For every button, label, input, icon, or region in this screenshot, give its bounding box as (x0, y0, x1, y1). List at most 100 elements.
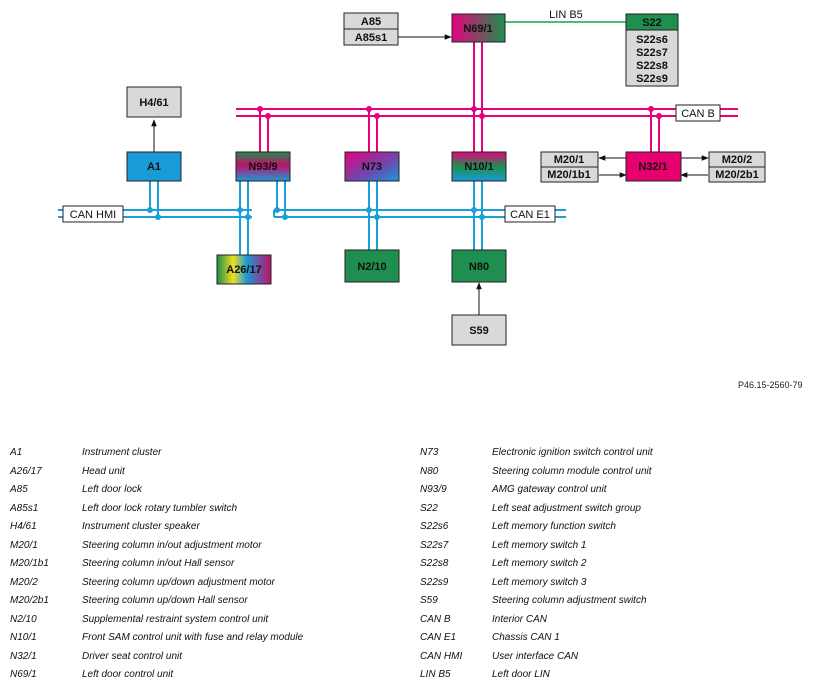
n93-9-label: N93/9 (248, 161, 277, 173)
n2-10-label: N2/10 (357, 261, 386, 273)
n80-label: N80 (469, 261, 489, 273)
can-b-bus (236, 42, 738, 152)
legend-code: N32/1 (10, 650, 37, 662)
legend-description: Instrument cluster (82, 447, 162, 458)
legend-description: Chassis CAN 1 (492, 632, 560, 643)
legend-code: N10/1 (10, 632, 37, 643)
legend-description: Interior CAN (492, 613, 548, 625)
component-m20-2: M20/2 (708, 151, 766, 168)
component-m20-1b1: M20/1b1 (540, 166, 599, 183)
component-s22-group: S22 S22s6 S22s7 S22s8 S22s9 (625, 13, 679, 87)
component-n2-10: N2/10 (344, 249, 400, 283)
can-e1-label: CAN E1 (510, 209, 550, 221)
legend-description: Left memory switch 3 (492, 576, 587, 588)
m20-2-label: M20/2 (722, 154, 753, 166)
legend-code: S22s9 (420, 576, 449, 588)
legend-code: S22s8 (420, 558, 449, 569)
legend-description: Supplemental restraint system control un… (82, 613, 269, 625)
component-h4-61: H4/61 (126, 86, 182, 118)
legend-description: Steering column in/out adjustment motor (82, 539, 262, 551)
legend-description: Steering column up/down Hall sensor (82, 595, 248, 606)
legend-code: A85 (10, 484, 28, 495)
legend-code: M20/1b1 (10, 558, 49, 569)
legend-description: Front SAM control unit with fuse and rel… (82, 632, 304, 643)
component-a1: A1 (126, 151, 182, 182)
legend-description: Left memory function switch (492, 521, 616, 532)
can-b-label-box: CAN B (675, 104, 721, 122)
legend-description: Driver seat control unit (82, 650, 183, 662)
legend-code: A26/17 (10, 465, 42, 477)
can-b-junctions (257, 106, 662, 119)
legend-code: M20/2 (10, 576, 38, 588)
n73-label: N73 (362, 161, 382, 173)
component-a26-17: A26/17 (216, 254, 272, 285)
legend-code: CAN HMI (420, 650, 463, 662)
legend-description: Left memory switch 2 (492, 558, 587, 569)
legend-code: N93/9 (420, 484, 447, 495)
legend-description: Instrument cluster speaker (82, 521, 200, 532)
legend-description: Steering column module control unit (492, 465, 652, 477)
can-b-label: CAN B (681, 108, 715, 120)
component-m20-2b1: M20/2b1 (708, 166, 766, 183)
legend-code: S22s7 (420, 539, 449, 551)
can-hmi-label: CAN HMI (70, 209, 116, 221)
component-a85s1: A85s1 (343, 28, 399, 46)
legend-code: H4/61 (10, 521, 37, 532)
component-n93-9: N93/9 (235, 151, 291, 182)
lin-b5-label: LIN B5 (549, 9, 583, 21)
legend-description: Left door lock rotary tumbler switch (82, 502, 238, 514)
can-blue-junctions (147, 207, 485, 220)
s22s7-label: S22s7 (636, 47, 668, 59)
m20-1-label: M20/1 (554, 154, 585, 166)
legend-code: N69/1 (10, 669, 37, 680)
h4-61-label: H4/61 (139, 97, 168, 109)
component-n32-1: N32/1 (625, 151, 682, 182)
legend-description: Steering column in/out Hall sensor (82, 558, 235, 569)
a85-label: A85 (361, 16, 381, 28)
legend-description: Head unit (82, 465, 125, 477)
component-a85: A85 (343, 12, 399, 30)
figure-reference: P46.15-2560-79 (738, 380, 803, 390)
component-n69-1: N69/1 (451, 13, 506, 43)
legend-description: Left door lock (82, 484, 143, 495)
n32-1-label: N32/1 (638, 161, 667, 173)
legend-description: Electronic ignition switch control unit (492, 447, 653, 458)
n69-1-label: N69/1 (463, 23, 492, 35)
legend-code: S59 (420, 595, 438, 606)
legend-description: Steering column adjustment switch (492, 595, 647, 606)
legend-code: M20/1 (10, 539, 38, 551)
legend-code: CAN E1 (420, 632, 457, 643)
legend-description: Left door LIN (492, 669, 550, 680)
component-n10-1: N10/1 (451, 151, 507, 182)
s22s6-label: S22s6 (636, 34, 668, 46)
can-e1-label-box: CAN E1 (504, 205, 556, 223)
s59-label: S59 (469, 325, 489, 337)
legend-code: N80 (420, 465, 439, 477)
a85s1-label: A85s1 (355, 32, 387, 44)
legend-description: Left memory switch 1 (492, 539, 587, 551)
legend-code: A1 (10, 447, 23, 458)
legend-code: LIN B5 (420, 669, 451, 680)
m20-1b1-label: M20/1b1 (547, 169, 590, 181)
component-n73: N73 (344, 151, 400, 182)
legend-code: A85s1 (10, 502, 39, 514)
legend-description: AMG gateway control unit (492, 484, 607, 495)
component-n80: N80 (451, 249, 507, 283)
n10-1-label: N10/1 (464, 161, 493, 173)
legend-code: S22 (420, 502, 438, 514)
component-s59: S59 (451, 314, 507, 346)
legend-description: Left seat adjustment switch group (492, 502, 641, 514)
legend-description: Left door control unit (82, 669, 174, 680)
s22s8-label: S22s8 (636, 60, 668, 72)
legend-code: N2/10 (10, 613, 37, 625)
legend-description: Steering column up/down adjustment motor (82, 576, 275, 588)
s22s9-label: S22s9 (636, 73, 668, 85)
m20-2b1-label: M20/2b1 (715, 169, 758, 181)
legend-code: M20/2b1 (10, 595, 49, 606)
legend-code: N73 (420, 447, 439, 458)
legend-code: CAN B (420, 613, 451, 625)
wiring-diagram: LIN B5 CAN HMI CAN E1 CAN B A85 A85s1 N6… (58, 9, 766, 346)
component-m20-1: M20/1 (540, 151, 599, 168)
a26-17-label: A26/17 (226, 264, 261, 276)
legend-code: S22s6 (420, 521, 449, 532)
